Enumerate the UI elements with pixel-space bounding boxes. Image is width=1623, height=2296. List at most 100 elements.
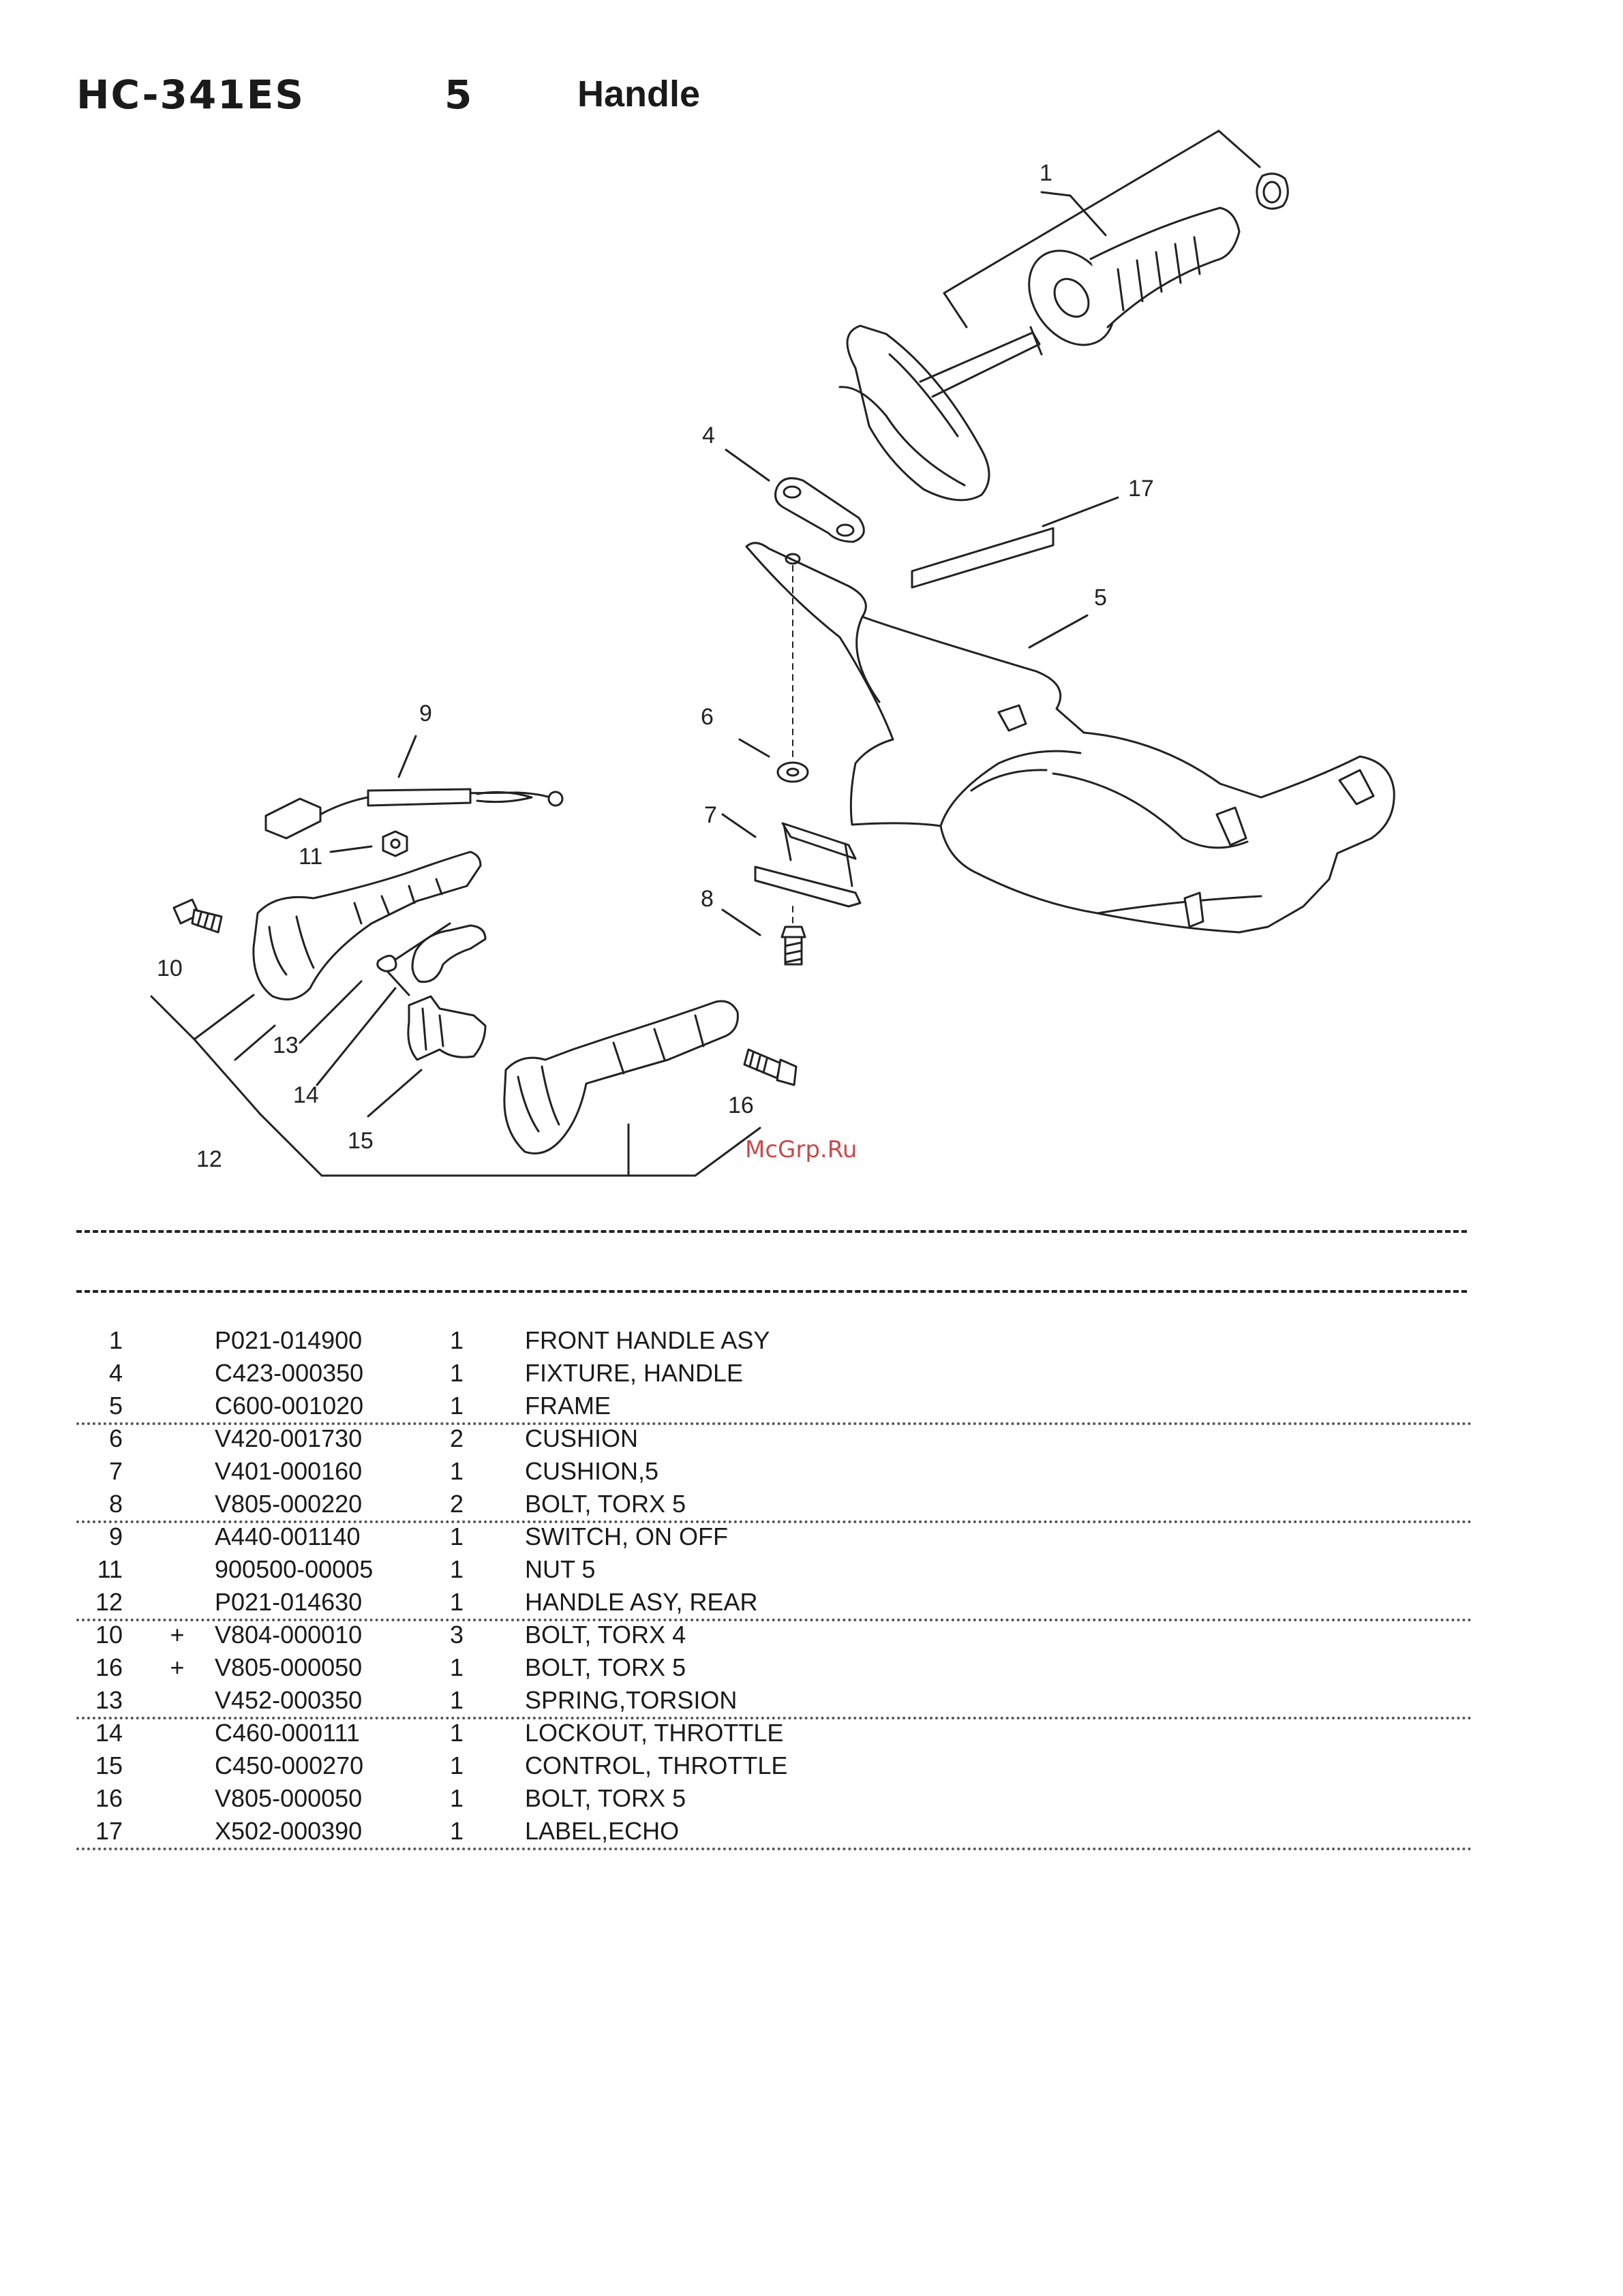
- bolt-torx-5-8: [721, 906, 806, 966]
- part-ref-number: 17: [95, 1817, 123, 1845]
- callout-14: 14: [293, 1082, 319, 1108]
- model-number: HC-341ES: [76, 72, 305, 118]
- part-quantity: 2: [449, 1424, 464, 1452]
- section-number: 5: [444, 72, 472, 118]
- part-quantity: 1: [449, 1359, 464, 1387]
- fixture-handle: [725, 448, 865, 543]
- part-mark: +: [170, 1653, 185, 1681]
- part-ref-number: 15: [95, 1751, 123, 1779]
- bolt-torx-4: [172, 898, 223, 934]
- part-number: C423-000350: [215, 1359, 364, 1387]
- part-description: BOLT, TORX 4: [525, 1621, 686, 1649]
- control-throttle: [367, 995, 487, 1118]
- part-number: C460-000111: [215, 1719, 360, 1747]
- callout-13: 13: [273, 1032, 299, 1058]
- callout-8: 8: [701, 886, 714, 912]
- part-ref-number: 5: [108, 1392, 123, 1420]
- callout-15: 15: [348, 1128, 374, 1154]
- exploded-view-diagram: 1 4 17 5 9 6 7 11 10 8 13 14 16 15 12 Mc…: [150, 129, 1395, 1177]
- parts-row: 12 P021-014630 1 HANDLE ASY, REAR: [68, 1586, 1472, 1621]
- part-quantity: 1: [449, 1392, 464, 1420]
- parts-row: 15 C450-000270 1 CONTROL, THROTTLE: [68, 1749, 1472, 1782]
- rear-grip: [503, 1000, 739, 1154]
- part-quantity: 1: [449, 1457, 464, 1485]
- part-quantity: 1: [449, 1817, 464, 1845]
- part-ref-number: 7: [108, 1457, 123, 1485]
- part-number: C600-001020: [215, 1392, 364, 1420]
- part-number: V805-000050: [215, 1784, 363, 1812]
- lockout-throttle: [316, 924, 487, 1086]
- callout-4: 4: [702, 423, 715, 448]
- part-mark: +: [170, 1621, 185, 1649]
- part-description: LOCKOUT, THROTTLE: [525, 1719, 784, 1747]
- callout-10: 10: [157, 955, 183, 981]
- cushion-7: [721, 813, 862, 908]
- callout-12: 12: [196, 1146, 222, 1172]
- part-description: SPRING,TORSION: [525, 1686, 738, 1714]
- front-handle: [838, 172, 1289, 502]
- parts-row: 14 C460-000111 1 LOCKOUT, THROTTLE: [68, 1717, 1472, 1749]
- callout-5: 5: [1094, 585, 1107, 611]
- part-number: A440-001140: [215, 1522, 361, 1550]
- dashed-divider-top: [76, 1230, 1467, 1233]
- part-number: V804-000010: [215, 1621, 363, 1649]
- dashed-divider-bottom: [76, 1290, 1467, 1293]
- callout-9: 9: [419, 701, 432, 726]
- part-description: LABEL,ECHO: [525, 1817, 680, 1845]
- part-quantity: 1: [449, 1653, 464, 1681]
- part-ref-number: 12: [95, 1588, 123, 1616]
- part-description: FIXTURE, HANDLE: [525, 1359, 744, 1387]
- part-number: V805-000050: [215, 1653, 363, 1681]
- parts-row: 16 V805-000050 1 BOLT, TORX 5: [68, 1782, 1472, 1815]
- part-ref-number: 8: [108, 1490, 123, 1518]
- part-number: V805-000220: [215, 1490, 363, 1518]
- callout-1: 1: [1040, 160, 1052, 186]
- parts-row: 16 + V805-000050 1 BOLT, TORX 5: [68, 1651, 1472, 1684]
- nut-5: [329, 830, 408, 857]
- part-description: BOLT, TORX 5: [525, 1490, 686, 1518]
- callout-6: 6: [701, 704, 714, 730]
- part-quantity: 1: [449, 1522, 464, 1550]
- part-number: X502-000390: [215, 1817, 363, 1845]
- part-quantity: 1: [449, 1784, 464, 1812]
- bolt-torx-5-16: [743, 1048, 798, 1086]
- callout-7: 7: [704, 802, 717, 828]
- part-quantity: 1: [449, 1588, 464, 1616]
- part-ref-number: 6: [108, 1424, 123, 1452]
- part-number: V452-000350: [215, 1686, 363, 1714]
- part-number: C450-000270: [215, 1751, 364, 1779]
- part-description: FRONT HANDLE ASY: [525, 1326, 770, 1354]
- part-quantity: 1: [449, 1555, 464, 1583]
- part-description: BOLT, TORX 5: [525, 1784, 686, 1812]
- part-quantity: 1: [449, 1686, 464, 1714]
- part-ref-number: 14: [95, 1719, 123, 1747]
- callout-16: 16: [728, 1092, 754, 1118]
- part-description: CONTROL, THROTTLE: [525, 1751, 788, 1779]
- part-quantity: 1: [449, 1751, 464, 1779]
- part-quantity: 3: [449, 1621, 464, 1649]
- part-ref-number: 13: [95, 1686, 123, 1714]
- part-description: NUT 5: [525, 1555, 596, 1583]
- switch-on-off: [264, 735, 564, 840]
- part-12-bracket: [150, 994, 761, 1177]
- section-title: Handle: [577, 74, 701, 114]
- part-ref-number: 16: [95, 1653, 123, 1681]
- part-number: V420-001730: [215, 1424, 363, 1452]
- rear-handle-housing: [252, 851, 482, 1000]
- part-quantity: 1: [449, 1719, 464, 1747]
- part-number: P021-014630: [215, 1588, 363, 1616]
- parts-row: 13 V452-000350 1 SPRING,TORSION: [68, 1684, 1472, 1719]
- part-description: BOLT, TORX 5: [525, 1653, 686, 1681]
- part-quantity: 2: [449, 1490, 464, 1518]
- part-description: HANDLE ASY, REAR: [525, 1588, 758, 1616]
- part-ref-number: 16: [95, 1784, 123, 1812]
- cushion-6: [738, 565, 809, 783]
